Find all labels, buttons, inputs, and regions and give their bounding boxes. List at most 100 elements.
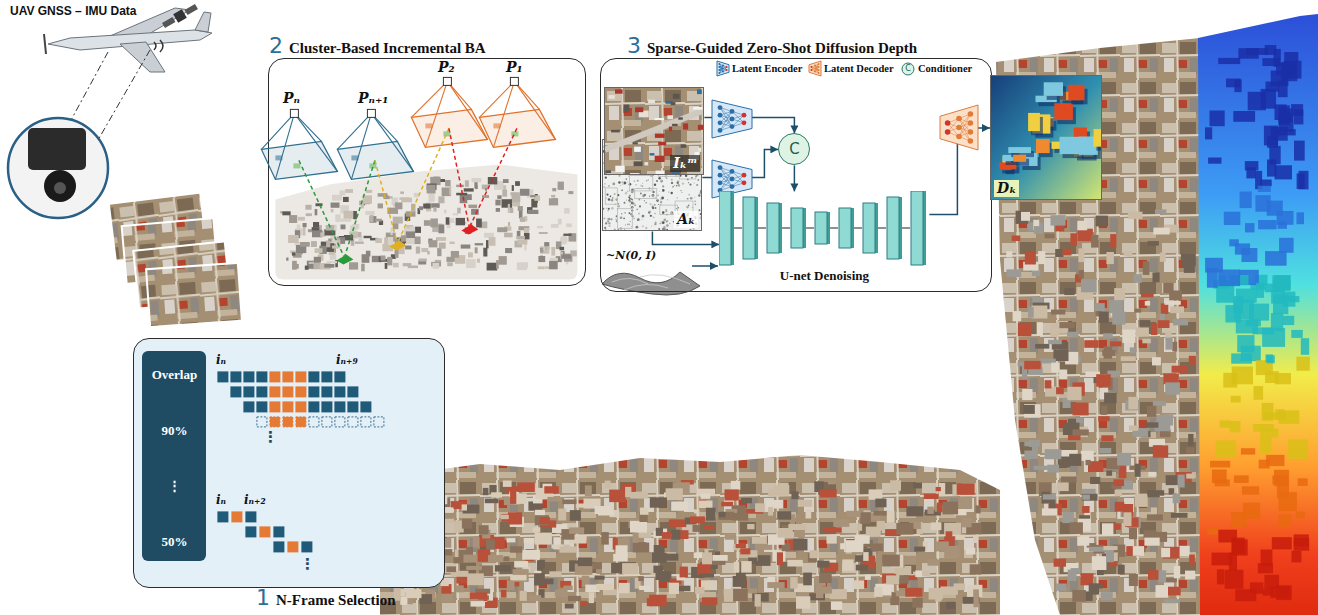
- building: [441, 594, 453, 602]
- sparse-point: [697, 153, 698, 154]
- building: [501, 515, 509, 519]
- building: [803, 573, 812, 586]
- solar-panel: [162, 17, 175, 28]
- building: [1230, 421, 1241, 432]
- sparse-point: [604, 162, 607, 165]
- building: [1188, 434, 1193, 446]
- sparse-point: [663, 141, 666, 144]
- building: [695, 587, 705, 594]
- point-cloud-block: [358, 232, 362, 237]
- building: [486, 540, 495, 550]
- sparse-point: [616, 143, 618, 145]
- building: [1050, 324, 1058, 337]
- sparse-point: [614, 145, 615, 146]
- sparse-point: [691, 177, 693, 179]
- point-cloud-block: [311, 241, 317, 247]
- building: [1029, 440, 1040, 447]
- point-cloud-block: [335, 214, 341, 222]
- sparse-point: [611, 195, 612, 196]
- sparse-point: [608, 218, 611, 221]
- sparse-point: [644, 194, 646, 196]
- building: [616, 545, 628, 555]
- point-cloud-block: [570, 250, 577, 256]
- step-number: 1: [256, 587, 270, 609]
- point-cloud-block: [551, 224, 559, 228]
- sparse-point: [628, 150, 630, 152]
- building: [662, 554, 678, 561]
- building: [1294, 141, 1305, 161]
- sparse-point: [671, 192, 673, 194]
- building: [1082, 506, 1090, 513]
- building: [1165, 578, 1177, 583]
- sparse-point: [642, 151, 643, 152]
- point-cloud-block: [332, 195, 341, 201]
- building: [1272, 476, 1288, 485]
- building: [943, 502, 959, 515]
- building-outline: [680, 168, 696, 179]
- building: [1133, 546, 1144, 556]
- sparse-point: [698, 179, 700, 181]
- building: [1082, 495, 1090, 500]
- point-cloud-block: [483, 248, 487, 257]
- building: [1259, 460, 1270, 469]
- sparse-point: [603, 208, 604, 210]
- sparse-point: [660, 191, 661, 192]
- building: [1092, 556, 1107, 570]
- building: [1103, 546, 1117, 550]
- point-cloud-block: [538, 266, 545, 269]
- building: [793, 539, 807, 551]
- building: [706, 508, 716, 521]
- process-panel: 3Sparse-Guided Zero-Shot Diffusion Depth…: [600, 58, 992, 292]
- sparse-point: [674, 142, 676, 144]
- sparse-point: [677, 161, 678, 162]
- sparse-point: [690, 229, 692, 231]
- sparse-point: [646, 231, 647, 232]
- unet-block: U-net Denoising: [719, 191, 929, 284]
- sparse-point: [604, 183, 606, 185]
- sparse-point: [610, 154, 611, 155]
- unet-flow: [734, 228, 742, 229]
- point-cloud-block: [393, 217, 403, 224]
- building: [622, 563, 638, 574]
- building: [535, 533, 552, 545]
- frame-square: [308, 401, 319, 412]
- building: [1089, 583, 1099, 594]
- sparse-point: [617, 157, 619, 159]
- point-cloud-block: [538, 256, 545, 262]
- vehicle-or-roof: [606, 171, 612, 174]
- point-cloud-block: [395, 249, 399, 258]
- building: [1051, 363, 1059, 373]
- building: [558, 509, 566, 521]
- building: [1043, 494, 1056, 499]
- point-cloud-block: [427, 251, 429, 255]
- building: [1148, 241, 1159, 246]
- tie-point: [389, 240, 406, 250]
- frame-square: [259, 526, 270, 537]
- building: [654, 545, 665, 555]
- building: [820, 587, 832, 594]
- building: [752, 537, 769, 544]
- conditioner-circle: C: [778, 133, 810, 165]
- point-cloud-block: [355, 242, 364, 244]
- building: [863, 552, 868, 561]
- sparse-point: [622, 190, 624, 192]
- building: [1048, 340, 1062, 344]
- vehicle-or-roof: [624, 111, 629, 113]
- frame-square: [273, 526, 284, 537]
- building: [756, 555, 771, 566]
- building: [831, 601, 842, 610]
- network-outline: [809, 61, 821, 76]
- sparse-point: [648, 180, 650, 182]
- building: [555, 589, 568, 597]
- building: [1147, 514, 1163, 520]
- building: [1143, 261, 1150, 275]
- building: [1217, 569, 1224, 584]
- network-link: [732, 115, 744, 126]
- building: [1070, 522, 1083, 534]
- sparse-point: [611, 157, 614, 160]
- building: [1063, 249, 1072, 256]
- sparse-point: [653, 146, 654, 147]
- projection-ray: [299, 160, 345, 257]
- point-cloud-block: [447, 262, 453, 266]
- building: [768, 507, 773, 516]
